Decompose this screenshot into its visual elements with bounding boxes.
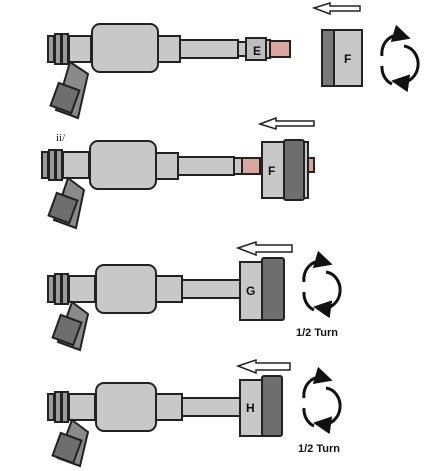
turn-label: 1/2 Turn [298, 443, 340, 455]
injector-body [47, 382, 241, 468]
step-2: ii/ F [41, 116, 315, 230]
step-1: E F [47, 1, 420, 120]
tool-label-f: F [344, 52, 351, 66]
rotate-icon [380, 24, 420, 93]
injector-body [47, 264, 241, 352]
part-label-e: E [253, 44, 261, 58]
tool-label-f: F [268, 164, 275, 178]
arrow-left-icon [235, 358, 291, 375]
tool-label-h: H [246, 401, 255, 415]
part-e: E [237, 37, 291, 61]
injector-body [41, 140, 235, 230]
step-label: ii/ [56, 132, 66, 144]
tool-label-g: G [246, 284, 255, 298]
tool-h: H [239, 375, 283, 437]
rotate-icon [302, 250, 342, 319]
injector-body [47, 23, 239, 120]
step-4: H 1/2 Turn [47, 358, 342, 468]
tool-f: F [261, 139, 315, 201]
rotate-icon [302, 366, 342, 435]
part-e-installed [233, 157, 261, 175]
arrow-left-icon [257, 116, 315, 131]
turn-label: 1/2 Turn [296, 327, 338, 339]
tool-f: F [321, 29, 363, 87]
arrow-left-icon [311, 1, 361, 16]
arrow-left-icon [235, 240, 293, 257]
tool-g: G [239, 257, 285, 321]
step-3: G 1/2 Turn [47, 240, 342, 352]
